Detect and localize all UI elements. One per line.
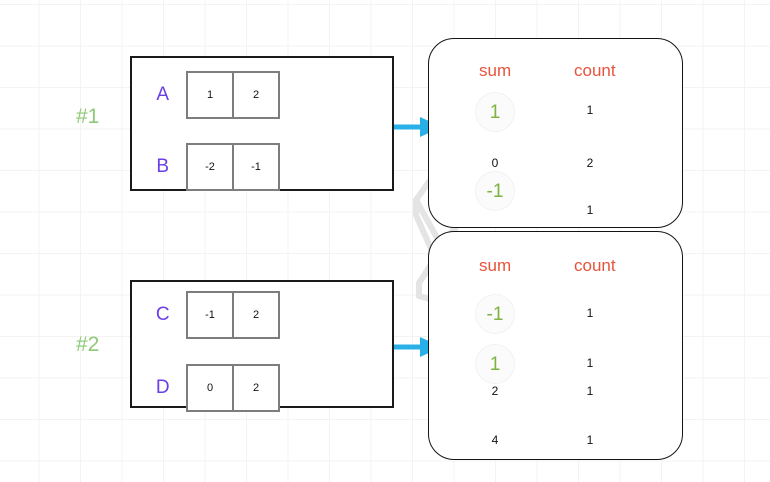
row-cells-c: -1 2 xyxy=(186,291,280,339)
panel-2-count-3: 1 xyxy=(586,433,594,447)
panel-1-count-2: 1 xyxy=(586,203,594,217)
group-row-c: C -1 2 xyxy=(140,291,280,339)
panel-2-count-1: 1 xyxy=(586,356,594,370)
result-panel-1: sum count 1 1 0 2 -1 1 xyxy=(428,38,683,228)
row-label-d: D xyxy=(155,377,171,398)
section-tag-1: #1 xyxy=(76,105,100,128)
row-label-a: A xyxy=(156,84,170,105)
panel-2-inner: sum count -1 1 1 1 2 1 4 1 xyxy=(429,232,682,459)
cell-b-1: -1 xyxy=(232,143,280,191)
row-label-c: C xyxy=(155,304,171,325)
group-box-2: C -1 2 D 0 2 xyxy=(130,280,394,412)
panel-1-inner: sum count 1 1 0 2 -1 1 xyxy=(429,39,682,227)
cell-c-1: 2 xyxy=(232,291,280,339)
cell-c-0: -1 xyxy=(186,291,234,339)
row-cells-a: 1 2 xyxy=(186,71,280,119)
panel-1-header-sum: sum xyxy=(479,61,512,80)
panel-2-count-2: 1 xyxy=(586,384,594,398)
cell-b-0: -2 xyxy=(186,143,234,191)
cell-d-1: 2 xyxy=(232,364,280,412)
row-label-b: B xyxy=(156,156,170,177)
panel-1-count-0: 1 xyxy=(586,103,594,117)
panel-2-count-0: 1 xyxy=(586,306,594,320)
cell-d-0: 0 xyxy=(186,364,234,412)
cell-a-1: 2 xyxy=(232,71,280,119)
panel-1-count-1: 2 xyxy=(586,156,594,170)
group-row-b: B -2 -1 xyxy=(140,143,280,191)
panel-2-sum-1: 1 xyxy=(475,344,515,384)
row-cells-b: -2 -1 xyxy=(186,143,280,191)
group-box-1: A 1 2 B -2 -1 xyxy=(130,56,394,191)
panel-1-header-count: count xyxy=(574,61,616,80)
panel-1-sum-1: 0 xyxy=(491,156,499,170)
panel-2-sum-3: 4 xyxy=(491,433,499,447)
panel-1-sum-2: -1 xyxy=(475,171,515,211)
section-tag-2: #2 xyxy=(76,333,100,356)
panel-1-sum-0: 1 xyxy=(475,92,515,132)
group-row-a: A 1 2 xyxy=(140,71,280,119)
row-cells-d: 0 2 xyxy=(186,364,280,412)
group-row-d: D 0 2 xyxy=(140,364,280,412)
panel-2-sum-0: -1 xyxy=(475,294,515,334)
result-panel-2: sum count -1 1 1 1 2 1 4 1 xyxy=(428,231,683,460)
panel-2-header-count: count xyxy=(574,256,616,275)
panel-2-sum-2: 2 xyxy=(491,384,499,398)
cell-a-0: 1 xyxy=(186,71,234,119)
panel-2-header-sum: sum xyxy=(479,256,512,275)
